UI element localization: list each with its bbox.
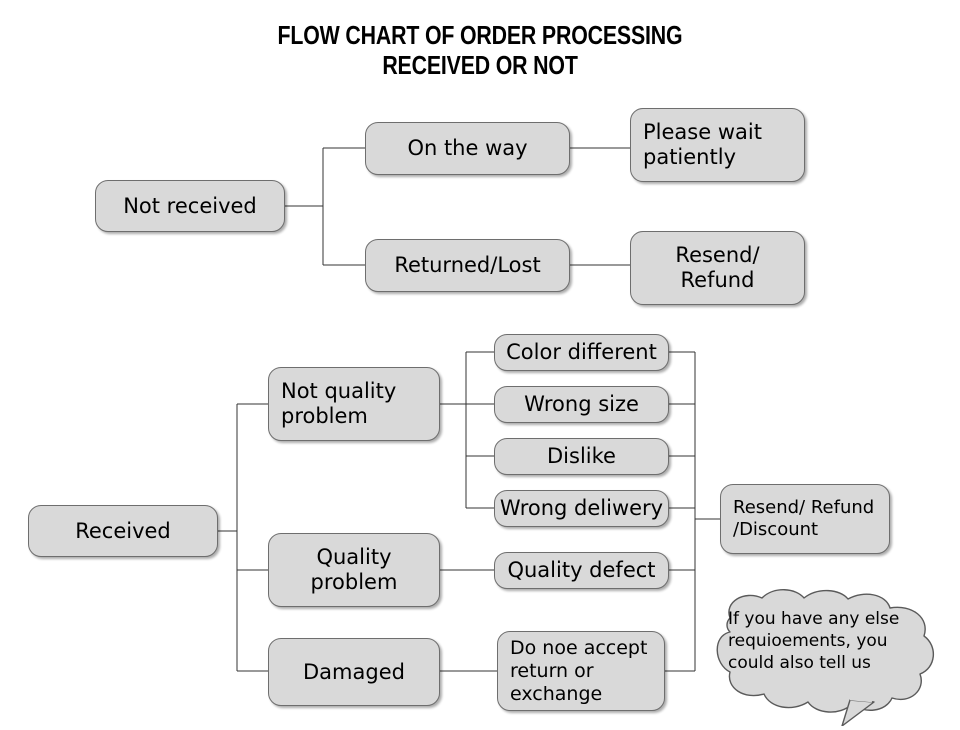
node-resend-refund-discount[interactable]: Resend/ Refund /Discount xyxy=(720,484,890,554)
node-do-not-accept-return-or-exchange[interactable]: Do noe accept return or exchange xyxy=(497,631,665,711)
callout-text: If you have any else requioements, you c… xyxy=(728,609,900,673)
node-quality-defect[interactable]: Quality defect xyxy=(494,552,669,589)
node-on-the-way[interactable]: On the way xyxy=(365,122,570,175)
node-label: Dislike xyxy=(547,444,616,468)
node-label: Do noe accept return or exchange xyxy=(510,636,648,705)
node-label: Wrong size xyxy=(524,392,639,416)
node-label: Resend/ Refund /Discount xyxy=(733,497,875,540)
node-label: Damaged xyxy=(303,659,405,684)
node-label: Please wait patiently xyxy=(643,120,762,169)
node-label: Quality problem xyxy=(310,545,398,594)
node-label: Color different xyxy=(506,340,657,364)
page-title: FLOW CHART OF ORDER PROCESSING RECEIVED … xyxy=(277,20,683,80)
node-label: Quality defect xyxy=(507,558,656,582)
node-not-quality-problem[interactable]: Not quality problem xyxy=(268,367,440,441)
node-dislike[interactable]: Dislike xyxy=(494,438,669,475)
node-wrong-deliwery[interactable]: Wrong deliwery xyxy=(494,490,669,527)
callout-bubble[interactable]: If you have any else requioements, you c… xyxy=(700,588,940,726)
node-label: Not quality problem xyxy=(281,379,397,428)
node-please-wait-patiently[interactable]: Please wait patiently xyxy=(630,108,805,182)
node-quality-problem[interactable]: Quality problem xyxy=(268,533,440,607)
node-damaged[interactable]: Damaged xyxy=(268,638,440,706)
node-label: On the way xyxy=(407,136,528,160)
node-label: Wrong deliwery xyxy=(499,496,664,520)
bubble-body xyxy=(716,589,934,713)
node-wrong-size[interactable]: Wrong size xyxy=(494,386,669,423)
bubble-seam xyxy=(849,697,873,703)
speech-bubble-icon xyxy=(716,589,934,726)
node-returned-lost[interactable]: Returned/Lost xyxy=(365,239,570,292)
node-label: Returned/Lost xyxy=(394,253,541,277)
node-received[interactable]: Received xyxy=(28,505,218,557)
node-not-received[interactable]: Not received xyxy=(95,180,285,232)
node-resend-refund[interactable]: Resend/ Refund xyxy=(630,231,805,305)
node-label: Received xyxy=(75,518,171,543)
node-label: Not received xyxy=(123,193,257,218)
node-color-different[interactable]: Color different xyxy=(494,334,669,371)
node-label: Resend/ Refund xyxy=(675,243,760,292)
